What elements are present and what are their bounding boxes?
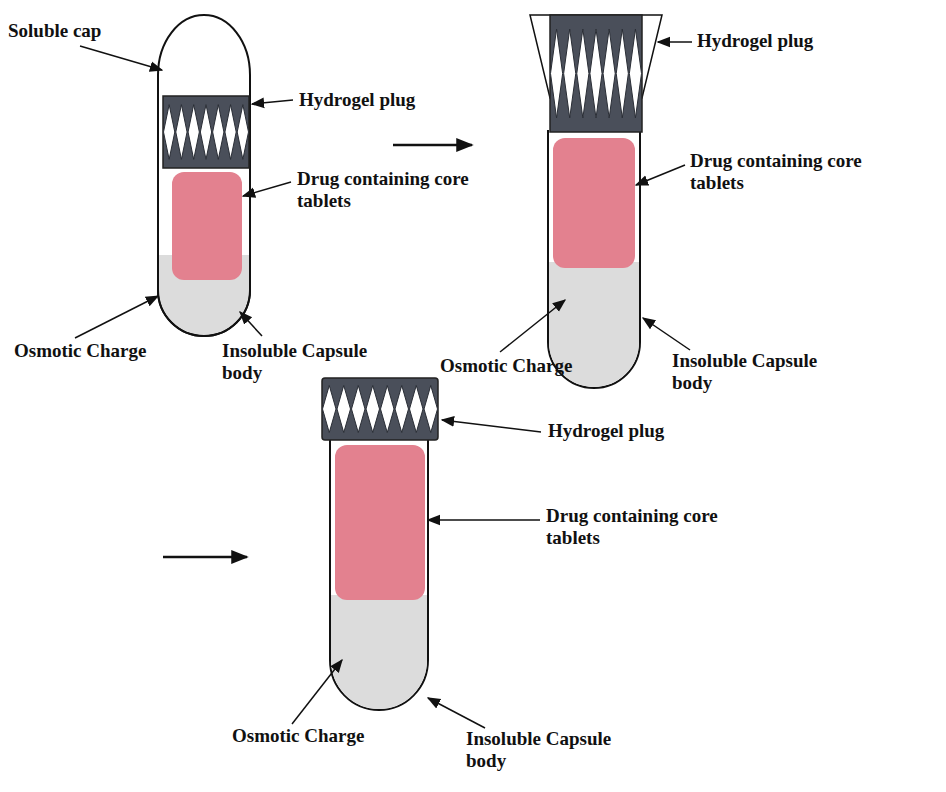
plug-diamond [551, 29, 563, 118]
part-label: Hydrogel plug [697, 30, 813, 52]
part-label: Hydrogel plug [299, 89, 415, 111]
hydrogel-plug [322, 378, 438, 440]
step-arrow [163, 556, 247, 559]
capsule-stage-1 [158, 15, 250, 336]
part-label: Insoluble Capsule body [222, 340, 397, 384]
part-label: Insoluble Capsule body [466, 728, 641, 772]
plug-diamond [424, 385, 438, 432]
part-label: Drug containing core tablets [546, 505, 721, 549]
plug-diamond [225, 105, 236, 160]
plug-diamond [200, 105, 211, 160]
capsule-stage-2 [530, 15, 662, 388]
part-label: Insoluble Capsule body [672, 350, 847, 394]
osmotic-charge [331, 595, 427, 709]
drug-core [553, 138, 635, 268]
step-arrow [393, 144, 472, 147]
part-label: Drug containing core tablets [690, 150, 865, 194]
plug-diamond [164, 105, 175, 160]
plug-diamond [237, 105, 248, 160]
plug-diamond [323, 385, 337, 432]
part-label: Osmotic Charge [232, 725, 364, 747]
plug-diamond [603, 29, 615, 118]
hydrogel-plug [550, 15, 642, 132]
capsule-body [548, 130, 640, 388]
plug-diamond [577, 29, 589, 118]
plug-diamond [381, 385, 395, 432]
plug-diamond [366, 385, 380, 432]
plug-texture [164, 29, 642, 433]
soluble-cap [158, 15, 250, 336]
plug-diamond [176, 105, 187, 160]
part-label: Soluble cap [8, 20, 101, 42]
part-label: Drug containing core tablets [297, 168, 472, 212]
part-label: Osmotic Charge [14, 340, 146, 362]
plug-diamond [213, 105, 224, 160]
plug-diamond [395, 385, 409, 432]
plug-diamond [410, 385, 424, 432]
capsule-body [158, 170, 250, 336]
capsule-stage-3 [322, 378, 438, 710]
drug-core [172, 172, 242, 280]
plug-diamond [616, 29, 628, 118]
hydrogel-plug [163, 96, 249, 168]
plug-diamond [564, 29, 576, 118]
capsule-body [330, 432, 428, 710]
leader-lines [75, 42, 692, 728]
plug-diamond [352, 385, 366, 432]
part-label: Hydrogel plug [548, 420, 664, 442]
drug-core [335, 445, 425, 600]
plug-diamond [188, 105, 199, 160]
plug-diamond [629, 29, 641, 118]
part-label: Osmotic Charge [440, 355, 572, 377]
plug-diamond [590, 29, 602, 118]
plug-diamond [337, 385, 351, 432]
